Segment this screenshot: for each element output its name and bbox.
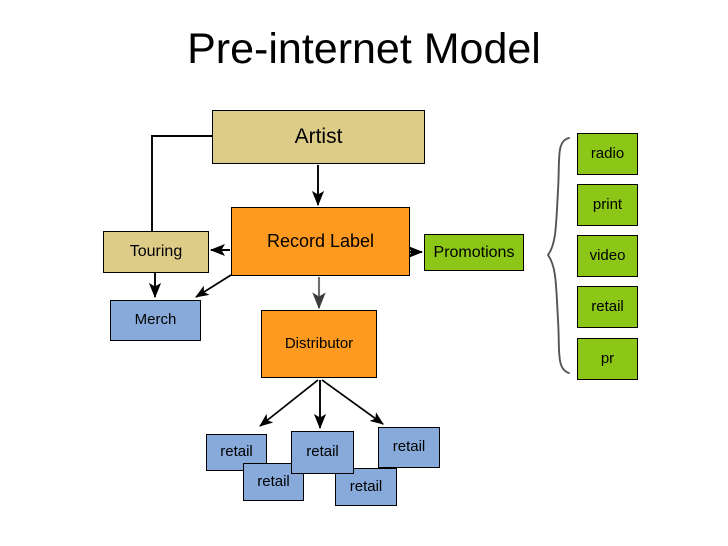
retail-outlet-2-label: retail bbox=[257, 472, 290, 490]
retail-outlet-2[interactable]: retail bbox=[243, 463, 304, 501]
edge-record-label-to-merch bbox=[195, 274, 232, 298]
retail-outlet-5-label: retail bbox=[392, 438, 426, 456]
retail-outlet-5[interactable]: retail bbox=[378, 427, 440, 468]
node-touring-label: Touring bbox=[129, 243, 183, 261]
edge-distributor-to-retail-right bbox=[321, 379, 384, 425]
retail-outlet-3-label: retail bbox=[306, 443, 339, 461]
channel-video-label: video bbox=[589, 246, 626, 264]
channel-radio-label: radio bbox=[590, 144, 625, 162]
node-merch-label: Merch bbox=[134, 311, 177, 329]
node-record-label[interactable]: Record Label bbox=[231, 207, 410, 276]
node-promotions-label: Promotions bbox=[433, 243, 515, 261]
node-promotions[interactable]: Promotions bbox=[424, 234, 524, 271]
node-distributor-label: Distributor bbox=[284, 334, 354, 352]
node-record-label-label: Record Label bbox=[266, 230, 375, 251]
promotions-brace bbox=[546, 137, 570, 374]
retail-outlet-1-label: retail bbox=[220, 443, 253, 461]
edge-artist-to-touring bbox=[151, 135, 212, 231]
channel-print[interactable]: print bbox=[577, 184, 638, 226]
channel-print-label: print bbox=[592, 195, 623, 213]
node-merch[interactable]: Merch bbox=[110, 300, 201, 341]
node-distributor[interactable]: Distributor bbox=[261, 310, 377, 378]
node-artist[interactable]: Artist bbox=[212, 110, 425, 164]
retail-outlet-4-label: retail bbox=[349, 477, 383, 495]
page-title: Pre-internet Model bbox=[187, 25, 541, 73]
channel-pr[interactable]: pr bbox=[577, 338, 638, 380]
node-touring[interactable]: Touring bbox=[103, 231, 209, 273]
channel-pr-label: pr bbox=[600, 349, 615, 367]
channel-video[interactable]: video bbox=[577, 235, 638, 277]
channel-retail-label: retail bbox=[591, 297, 624, 315]
retail-outlet-4[interactable]: retail bbox=[335, 468, 397, 506]
channel-radio[interactable]: radio bbox=[577, 133, 638, 175]
node-artist-label: Artist bbox=[294, 125, 343, 149]
retail-outlet-3[interactable]: retail bbox=[291, 431, 354, 474]
edge-distributor-to-retail-left bbox=[259, 379, 319, 427]
channel-retail[interactable]: retail bbox=[577, 286, 638, 328]
